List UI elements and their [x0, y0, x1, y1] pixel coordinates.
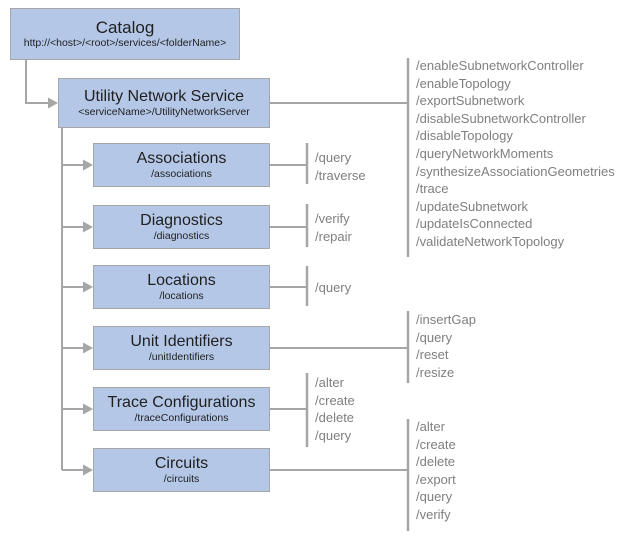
connector-diagnostics-operations	[270, 204, 309, 247]
connector-catalog-to-service	[25, 60, 58, 109]
operation-item: /disableSubnetworkController	[416, 110, 586, 126]
operation-item: /query	[416, 329, 453, 345]
node-title: Locations	[147, 271, 216, 289]
connector-branch-unit-identifiers	[62, 342, 93, 354]
connector-service-operations	[270, 58, 410, 257]
operation-item: /exportSubnetwork	[416, 93, 525, 109]
connector-branch-trace-configurations	[62, 403, 93, 415]
operation-item: /query	[416, 489, 453, 505]
operation-item: /create	[416, 436, 456, 452]
operations-list-unit-identifiers: /insertGap /query /reset /resize	[416, 311, 476, 381]
node-path: /diagnostics	[153, 229, 210, 242]
operation-item: /reset	[416, 347, 449, 363]
node-unit-identifiers: Unit Identifiers /unitIdentifiers	[93, 326, 270, 370]
operations-list-circuits: /alter /create /delete /export /query /v…	[416, 418, 456, 524]
node-title: Associations	[136, 149, 227, 167]
connector-branch-locations	[62, 281, 93, 293]
operations-list-trace-configurations: /alter /create /delete /query	[315, 374, 355, 444]
operation-item: /verify	[315, 211, 350, 226]
node-path: /traceConfigurations	[134, 411, 229, 424]
operations-list-service: /enableSubnetworkController /enableTopol…	[416, 57, 615, 251]
operation-item: /trace	[416, 181, 449, 197]
operation-item: /delete	[416, 454, 456, 470]
connector-associations-operations	[270, 143, 309, 184]
connector-locations-operations	[270, 266, 309, 306]
connector-branch-circuits	[62, 464, 93, 476]
node-title: Diagnostics	[140, 211, 223, 229]
connector-trace-configurations-operations	[270, 373, 309, 447]
node-path: /unitIdentifiers	[148, 350, 215, 363]
operation-item: /synthesizeAssociationGeometries	[416, 163, 615, 179]
operation-item: /alter	[315, 375, 344, 390]
operations-list-associations: /query /traverse	[315, 149, 366, 184]
node-title: Catalog	[95, 17, 155, 37]
operation-item: /updateIsConnected	[416, 216, 533, 232]
operation-item: /enableTopology	[416, 75, 511, 91]
operation-item: /export	[416, 471, 456, 487]
node-path: <serviceName>/UtilityNetworkServer	[78, 105, 250, 118]
connector-branch-associations	[62, 159, 93, 171]
operation-item: /alter	[416, 419, 445, 434]
operation-item: /updateSubnetwork	[416, 198, 529, 214]
node-title: Utility Network Service	[83, 87, 245, 105]
node-trace-configurations: Trace Configurations /traceConfiguration…	[93, 387, 270, 431]
node-title: Unit Identifiers	[130, 332, 233, 350]
node-path: http://<host>/<root>/services/<folderNam…	[23, 36, 227, 49]
node-locations: Locations /locations	[93, 265, 270, 309]
operation-item: /query	[315, 150, 352, 165]
connector-unit-identifiers-operations	[270, 311, 410, 383]
operation-item: /insertGap	[416, 312, 476, 327]
operation-item: /verify	[416, 506, 451, 522]
operation-item: /repair	[315, 228, 352, 244]
operation-item: /queryNetworkMoments	[416, 145, 554, 161]
node-path: /circuits	[163, 472, 200, 485]
node-path: /locations	[159, 289, 204, 302]
operations-list-diagnostics: /verify /repair	[315, 210, 352, 245]
operation-item: /resize	[416, 364, 455, 380]
node-catalog: Catalog http://<host>/<root>/services/<f…	[10, 8, 240, 60]
node-title: Circuits	[154, 454, 209, 472]
node-circuits: Circuits /circuits	[93, 448, 270, 492]
operations-list-locations: /query	[315, 279, 351, 297]
node-associations: Associations /associations	[93, 143, 270, 187]
connector-circuits-operations	[270, 419, 410, 531]
node-utility-network-service: Utility Network Service <serviceName>/Ut…	[58, 78, 270, 128]
node-title: Trace Configurations	[107, 393, 256, 411]
operation-item: /disableTopology	[416, 128, 513, 144]
node-diagnostics: Diagnostics /diagnostics	[93, 205, 270, 249]
operation-item: /enableSubnetworkController	[416, 58, 584, 73]
operation-item: /create	[315, 392, 355, 408]
connector-branch-diagnostics	[62, 221, 93, 233]
operation-item: /delete	[315, 410, 355, 426]
operation-item: /query	[315, 427, 352, 443]
node-path: /associations	[151, 167, 212, 180]
operation-item: /query	[315, 280, 352, 295]
operation-item: /validateNetworkTopology	[416, 233, 565, 249]
operation-item: /traverse	[315, 167, 366, 183]
